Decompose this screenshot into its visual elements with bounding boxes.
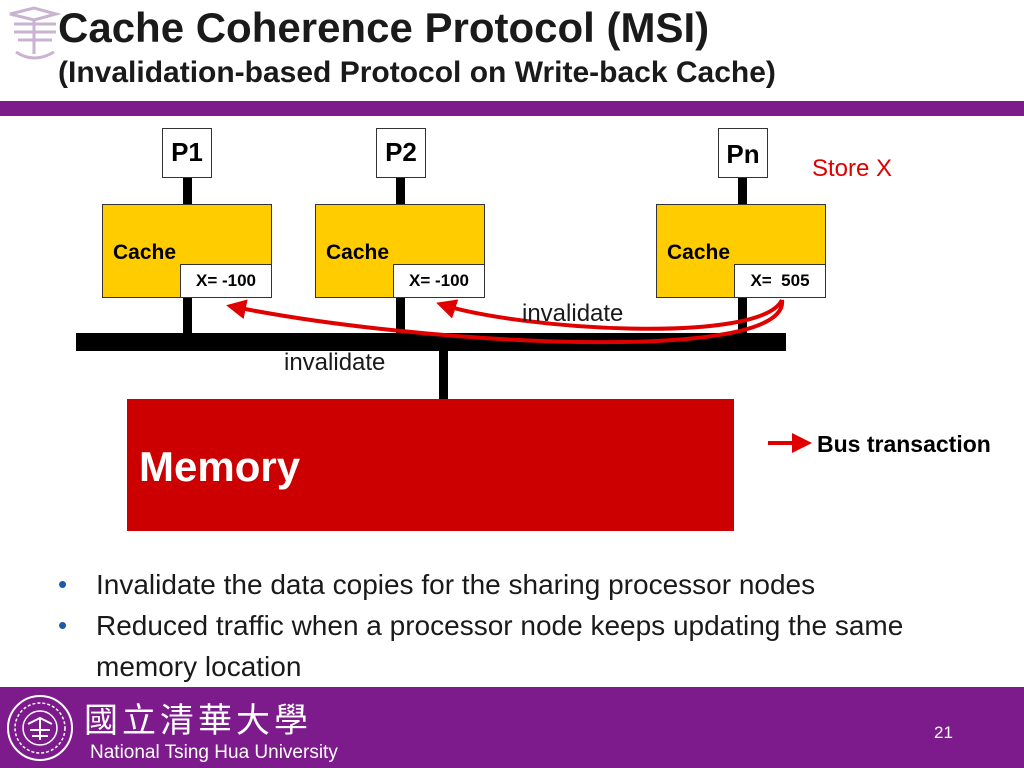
bullet-list: • Invalidate the data copies for the shar… xyxy=(58,564,918,687)
university-chinese-name: 國立清華大學 xyxy=(84,701,312,741)
invalidate-arrow-to-p2 xyxy=(436,298,784,331)
legend-label: Bus transaction xyxy=(817,431,991,457)
invalidate-label: invalidate xyxy=(284,349,386,376)
cache-p1: Cache X= -100 xyxy=(102,204,272,298)
memory-label: Memory xyxy=(139,443,301,490)
processor-pn: Pn xyxy=(718,128,768,178)
cache-value-p1: X= -100 xyxy=(180,264,272,298)
cache-label: Cache xyxy=(667,241,731,264)
cache-value-p2: X= -100 xyxy=(393,264,485,298)
p2-bus-connector xyxy=(396,298,405,334)
university-logo-icon xyxy=(9,6,62,60)
memory-bus-connector xyxy=(439,350,448,400)
invalidate-arrow-to-p1 xyxy=(226,299,785,345)
university-english-name: National Tsing Hua University xyxy=(90,742,338,763)
bullet-text: Invalidate the data copies for the shari… xyxy=(96,569,816,600)
bullet-icon: • xyxy=(58,569,68,599)
bullet-item: • Invalidate the data copies for the shar… xyxy=(58,564,918,605)
cache-label: Cache xyxy=(113,241,177,264)
slide-title: Cache Coherence Protocol (MSI) xyxy=(58,4,710,51)
cache-value-pn: X= 505 xyxy=(734,264,826,298)
cache-pn: Cache X= 505 xyxy=(656,204,826,298)
bullet-icon: • xyxy=(58,610,68,640)
processor-p1: P1 xyxy=(162,128,212,178)
store-label: Store X xyxy=(812,155,893,182)
p2-connector xyxy=(396,178,405,205)
header-divider xyxy=(0,101,1024,116)
processor-p2: P2 xyxy=(376,128,426,178)
pn-bus-connector xyxy=(738,298,747,334)
slide-subtitle: (Invalidation-based Protocol on Write-ba… xyxy=(58,56,776,89)
bullet-item: • Reduced traffic when a processor node k… xyxy=(58,605,918,687)
footer-bar: 國立清華大學 National Tsing Hua University 21 xyxy=(0,687,1024,768)
bullet-text: Reduced traffic when a processor node ke… xyxy=(96,610,904,682)
p1-connector xyxy=(183,178,192,205)
p1-bus-connector xyxy=(183,298,192,334)
page-number: 21 xyxy=(934,723,953,742)
cache-p2: Cache X= -100 xyxy=(315,204,485,298)
university-seal-icon xyxy=(7,695,73,761)
pn-connector xyxy=(738,178,747,205)
cache-label: Cache xyxy=(326,241,390,264)
memory-block: Memory xyxy=(127,399,734,531)
system-bus xyxy=(76,333,786,351)
invalidate-label: invalidate xyxy=(522,300,624,327)
